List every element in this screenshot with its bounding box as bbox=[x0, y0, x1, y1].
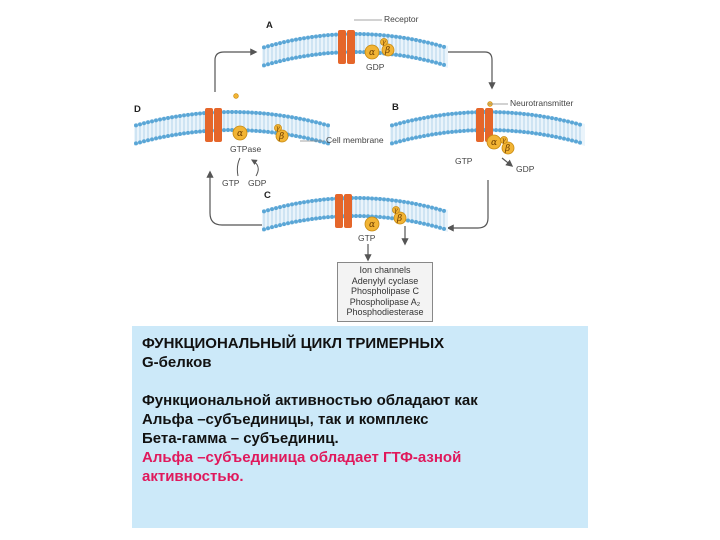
arrow-c-to-d bbox=[206, 170, 262, 226]
effector-item: Phospholipase C bbox=[350, 286, 420, 297]
alpha-subunit-label: α bbox=[369, 220, 375, 230]
panel-title-line-2: G-белков bbox=[142, 354, 212, 371]
receptor-b bbox=[476, 108, 493, 142]
panel-body-line-2: Альфа –субъединицы, так и комплекс bbox=[142, 411, 429, 428]
panel-highlight-line-2: активностью. bbox=[142, 468, 244, 485]
stage-label-d: D bbox=[134, 104, 141, 115]
gdp-label-d: GDP bbox=[248, 178, 267, 188]
panel-highlight-line-1: Альфа –субъединица обладает ГТФ-азной bbox=[142, 449, 462, 466]
beta-subunit-label: β bbox=[278, 132, 284, 142]
panel-body-line-1: Функциональной активностью обладают как bbox=[142, 392, 478, 409]
panel-title-line-1: ФУНКЦИОНАЛЬНЫЙ ЦИКЛ ТРИМЕРНЫХ bbox=[142, 335, 445, 352]
gtpase-label: GTPase bbox=[230, 144, 261, 154]
g-protein-d: α βγ bbox=[232, 124, 289, 143]
description-panel: ФУНКЦИОНАЛЬНЫЙ ЦИКЛ ТРИМЕРНЫХ G-белков Ф… bbox=[132, 326, 588, 528]
cycle-arrows bbox=[206, 48, 514, 262]
arrow-gdp-out bbox=[501, 157, 514, 167]
effector-item: Phosphodiesterase bbox=[346, 307, 424, 318]
effectors-box: Ion channels Adenylyl cyclase Phospholip… bbox=[337, 262, 433, 322]
gtp-label-d: GTP bbox=[222, 178, 240, 188]
gtp-label-b: GTP bbox=[455, 156, 473, 166]
gtp-label-c: GTP bbox=[358, 233, 376, 243]
beta-subunit-label: β bbox=[504, 144, 510, 154]
panel-body-line-3: Бета-гамма – субъединиц. bbox=[142, 430, 339, 447]
gamma-subunit-label: γ bbox=[382, 39, 386, 46]
effector-item: Ion channels bbox=[359, 265, 411, 275]
neurotransmitter-label: Neurotransmitter bbox=[510, 98, 573, 108]
gdp-label-a: GDP bbox=[366, 62, 385, 72]
g-protein-b: αβγ bbox=[486, 134, 515, 155]
beta-subunit-label: β bbox=[396, 214, 402, 224]
gamma-subunit-label: γ bbox=[276, 125, 280, 132]
stage-label-b: B bbox=[392, 102, 399, 113]
stage-label-c: C bbox=[264, 190, 271, 201]
neurotransmitter-molecule bbox=[233, 93, 239, 99]
receptor-a bbox=[338, 30, 355, 64]
receptor-c bbox=[335, 194, 352, 228]
beta-subunit-label: β bbox=[384, 46, 390, 56]
gamma-subunit-label: γ bbox=[394, 207, 398, 214]
alpha-subunit-label: α bbox=[491, 138, 497, 148]
stage-label-a: A bbox=[266, 20, 273, 31]
effector-item: Adenylyl cyclase bbox=[351, 275, 419, 286]
alpha-subunit-label: α bbox=[237, 129, 243, 139]
membrane-c bbox=[262, 196, 448, 232]
gtp-hydrolysis-arrows bbox=[236, 158, 259, 177]
arrow-b-to-c bbox=[446, 180, 489, 232]
receptor-label: Receptor bbox=[384, 14, 419, 24]
arrow-a-to-b bbox=[440, 51, 496, 90]
cell-membrane-label: Cell membrane bbox=[326, 135, 384, 145]
arrow-d-to-a bbox=[214, 48, 258, 92]
alpha-subunit-label: α bbox=[369, 48, 375, 58]
gamma-subunit-label: γ bbox=[502, 137, 506, 144]
effector-item: Phospholipase A₂ bbox=[349, 296, 421, 307]
receptor-d bbox=[205, 108, 222, 142]
g-protein-c: α βγ bbox=[364, 206, 407, 232]
gdp-label-b: GDP bbox=[516, 164, 535, 174]
